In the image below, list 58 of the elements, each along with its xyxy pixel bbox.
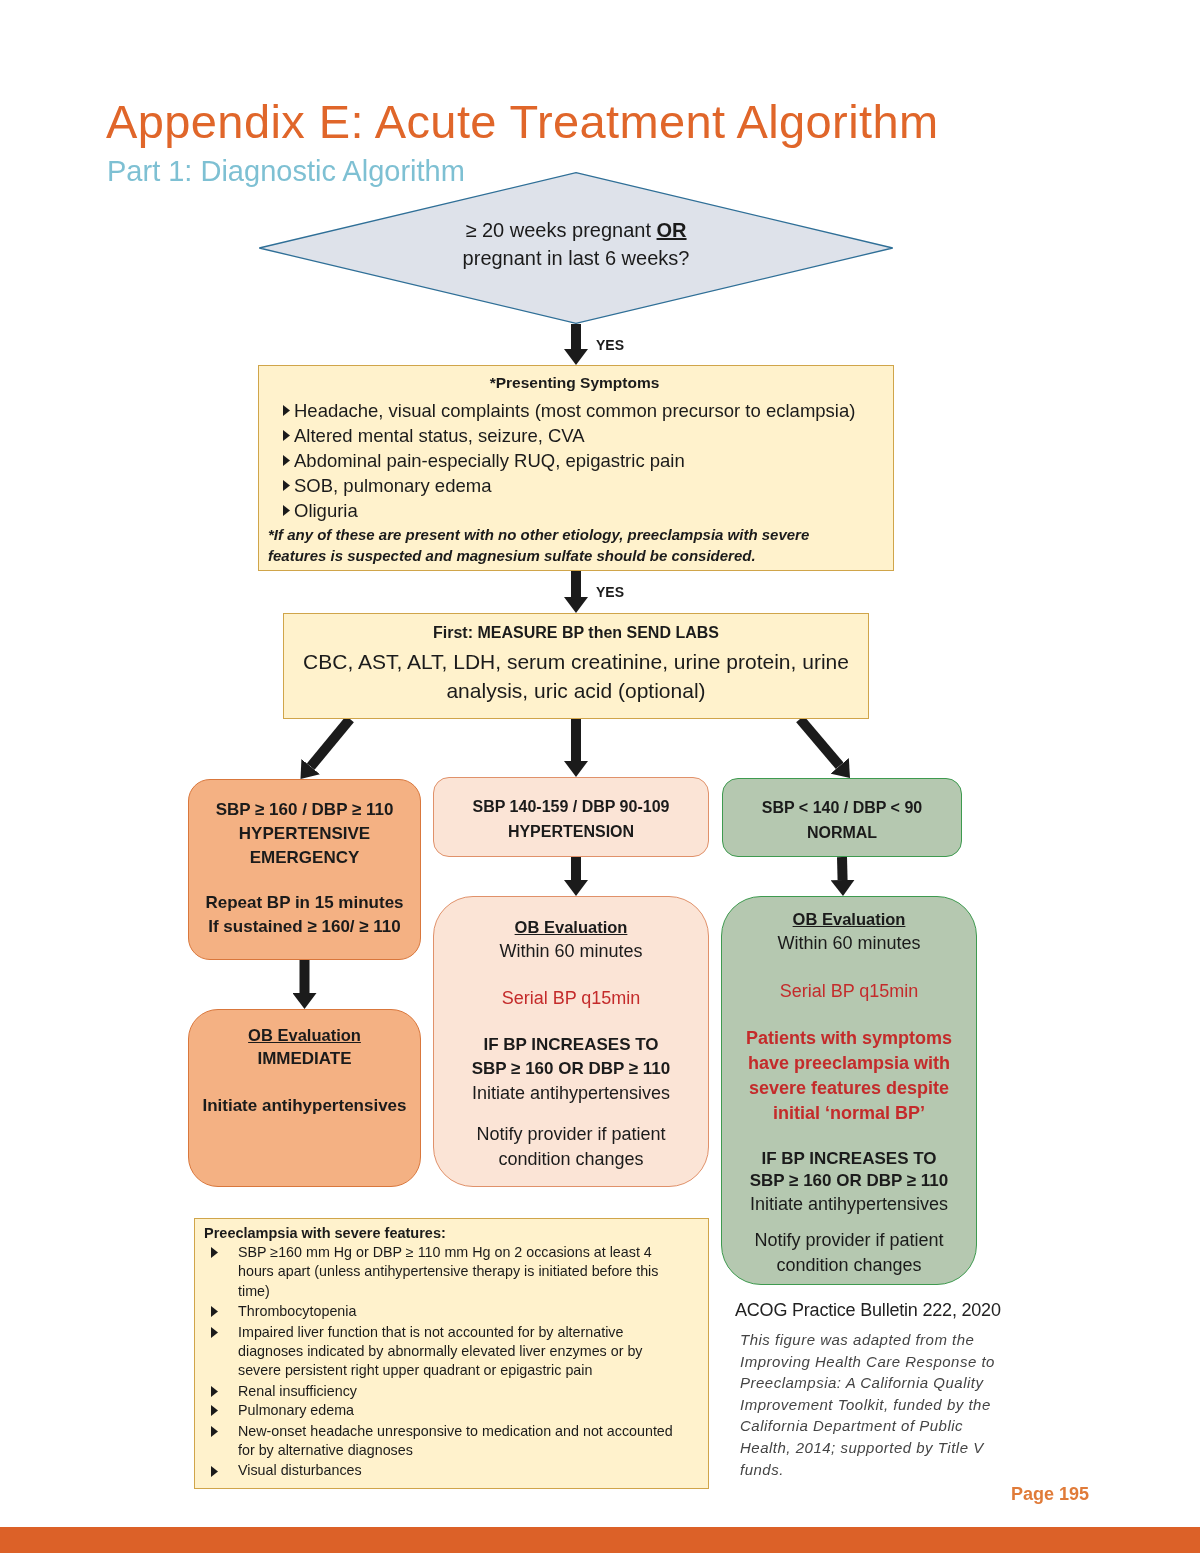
title: Appendix E: Acute Treatment Algorithm xyxy=(106,94,939,150)
lab-list: CBC, AST, ALT, LDH, serum creatinine, urine protein, urine analysis, uric acid (optional) xyxy=(296,647,856,705)
list-item: New-onset headache unresponsive to medication and not accounted for by alternative diagnoses xyxy=(238,1421,674,1461)
list-item: Renal insufficiency xyxy=(238,1381,357,1401)
criteria-text: SBP 140-159 / DBP 90-109 HYPERTENSION xyxy=(471,797,671,842)
body-text: Initiate antihypertensives xyxy=(471,1082,671,1105)
list-item: Headache, visual complaints (most common precursor to eclampsia) xyxy=(294,399,856,423)
list-item: SBP ≥160 mm Hg or DBP ≥ 110 mm Hg on 2 occasions at least 4 hours apart (unless antihypertensive therapy is initiated before this time) xyxy=(238,1243,660,1301)
body-text: Within 60 minutes xyxy=(499,940,643,963)
subtitle: Part 1: Diagnostic Algorithm xyxy=(107,154,465,189)
note-box xyxy=(258,365,894,571)
process-box xyxy=(283,613,869,719)
box-heading: OB Evaluation xyxy=(514,917,628,938)
criteria-text: SBP ≥ 160 / DBP ≥ 110 HYPERTENSIVE EMERGENCY xyxy=(214,799,395,869)
list-item: Pulmonary edema xyxy=(238,1401,355,1421)
note-box xyxy=(194,1218,709,1489)
list-item: Abdominal pain-especially RUQ, epigastric pain xyxy=(294,449,685,473)
action-box xyxy=(188,1009,421,1187)
list-item: SOB, pulmonary edema xyxy=(294,474,492,498)
box-heading: OB Evaluation xyxy=(248,1025,361,1046)
box-heading: OB Evaluation xyxy=(792,909,906,930)
list-item: Altered mental status, seizure, CVA xyxy=(294,424,585,448)
arrow xyxy=(830,856,855,897)
citation: ACOG Practice Bulletin 222, 2020 xyxy=(735,1299,1001,1322)
status-box xyxy=(722,778,962,857)
list-item: Oliguria xyxy=(294,499,358,523)
criteria-text: Repeat BP in 15 minutes If sustained ≥ 160/ ≥ 110 xyxy=(204,892,405,938)
status-box xyxy=(433,777,709,857)
list-heading: Preeclampsia with severe features: xyxy=(204,1224,447,1243)
box-heading: First: MEASURE BP then SEND LABS xyxy=(433,623,719,643)
arrow xyxy=(564,719,588,777)
action-box xyxy=(721,896,977,1285)
arrow xyxy=(292,960,317,1009)
criteria-text: IF BP INCREASES TO SBP ≥ 160 OR DBP ≥ 110 xyxy=(470,1034,672,1080)
body-text: Within 60 minutes xyxy=(777,932,921,955)
monitoring-text: Serial BP q15min xyxy=(501,987,641,1010)
action-box xyxy=(433,896,709,1187)
box-heading: *Presenting Symptoms xyxy=(489,373,660,393)
monitoring-text: Serial BP q15min xyxy=(779,980,919,1003)
list-item: Impaired liver function that is not accounted for by alternative diagnoses indicated by abnormally elevated liver enzymes or by severe persistent right upper quadrant or epigastric pain xyxy=(238,1322,644,1381)
page-number: Page 195 xyxy=(1011,1483,1090,1506)
criteria-text: Initiate antihypertensives xyxy=(202,1095,407,1117)
footnote: *If any of these are present with no other etiology, preeclampsia with severe features is suspected and magnesium sulfate should be considered. xyxy=(268,525,811,566)
status-box xyxy=(188,779,421,960)
question-text: ≥ 20 weeks pregnant OR pregnant in last 6 weeks? xyxy=(461,218,691,271)
arrow xyxy=(564,571,588,613)
source-note: This figure was adapted from the Improving Health Care Response to Preeclampsia: A California Quality Improvement Toolkit, funded by the California Department of Public Health, 2014; supported by Title V funds. xyxy=(740,1330,996,1480)
criteria-text: SBP < 140 / DBP < 90 NORMAL xyxy=(760,798,924,843)
warning-text: Patients with symptoms have preeclampsia with severe features despite initial ‘normal BP’ xyxy=(744,1027,953,1125)
list-item: Thrombocytopenia xyxy=(238,1302,357,1322)
arrow xyxy=(564,857,588,896)
arrow xyxy=(564,324,588,365)
list-item: Visual disturbances xyxy=(238,1461,362,1481)
criteria-text: IMMEDIATE xyxy=(257,1048,352,1070)
criteria-text: IF BP INCREASES TO SBP ≥ 160 OR DBP ≥ 110 xyxy=(748,1148,950,1192)
body-text: Initiate antihypertensives xyxy=(749,1193,949,1216)
body-text: Notify provider if patient condition changes xyxy=(753,1229,945,1277)
body-text: Notify provider if patient condition changes xyxy=(475,1123,667,1171)
